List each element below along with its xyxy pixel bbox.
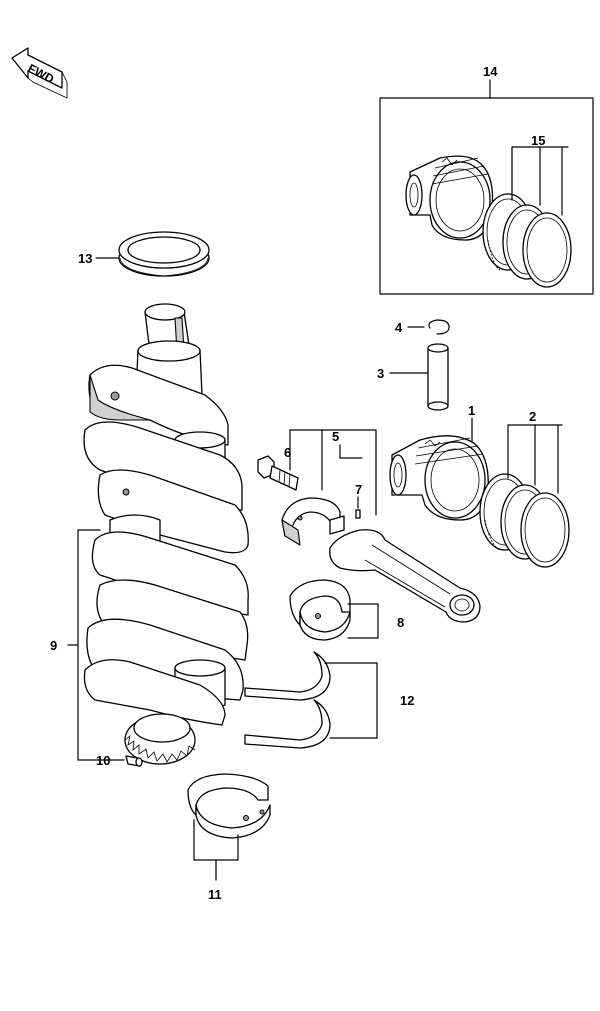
callout-4: 4: [395, 320, 403, 335]
callout-8: 8: [397, 615, 404, 630]
callout-6: 6: [284, 445, 291, 460]
callout-5: 5: [332, 429, 339, 444]
conrod-bolt: [257, 455, 299, 491]
connecting-rod: [329, 529, 481, 623]
piston: [389, 417, 489, 521]
callout-13: 13: [78, 251, 92, 266]
callout-1: 1: [468, 403, 475, 418]
crankshaft: [83, 303, 249, 765]
callout-10: 10: [96, 753, 110, 768]
conrod-callout-bracket: [289, 429, 377, 516]
callout-3: 3: [377, 366, 384, 381]
callout-11: 11: [208, 887, 222, 902]
callout-15: 15: [531, 133, 545, 148]
crankshaft-callout-bracket: [67, 529, 125, 761]
oil-seal: [95, 231, 210, 277]
callout-2: 2: [529, 409, 536, 424]
conrod-bearing: [289, 579, 379, 641]
conrod-dowel: [355, 496, 361, 519]
piston-kit-box: [379, 79, 594, 295]
thrust-washers: [244, 651, 378, 749]
piston-rings-in-box: [482, 146, 572, 288]
callout-9: 9: [50, 638, 57, 653]
piston-pin: [389, 343, 449, 411]
piston-rings: [479, 424, 570, 568]
callout-12: 12: [400, 693, 414, 708]
piston-in-box: [405, 155, 494, 241]
dowel-pin: [125, 755, 143, 767]
main-bearing: [187, 773, 271, 881]
callout-7: 7: [355, 482, 362, 497]
fwd-arrow-icon: FWD: [11, 47, 68, 99]
circlip: [407, 319, 450, 335]
conrod-cap: [281, 497, 345, 546]
callout-14: 14: [483, 64, 498, 79]
